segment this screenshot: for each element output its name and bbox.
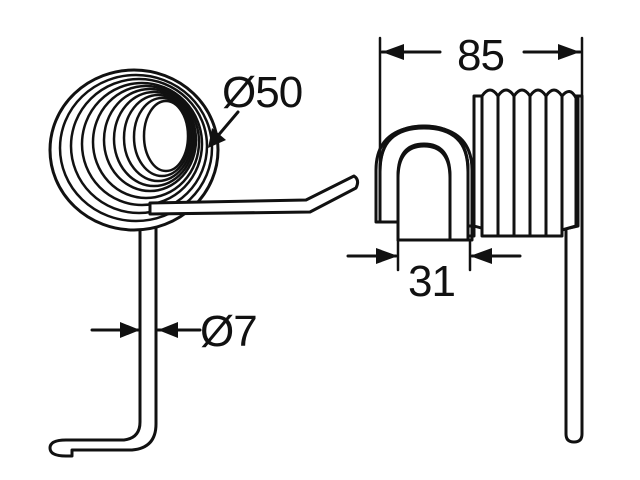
u-loop-inner — [396, 142, 452, 242]
arrow-icon — [376, 248, 398, 264]
wire-diameter-dimension: Ø7 — [90, 307, 258, 356]
spring-front-view — [48, 68, 360, 458]
coil-side-windings — [480, 88, 578, 238]
overall-width-label: 85 — [457, 31, 504, 80]
arrow-icon — [120, 322, 140, 338]
coil-diameter-label: Ø50 — [222, 68, 302, 117]
arrow-icon — [208, 128, 226, 148]
spring-leg — [48, 220, 158, 458]
arrow-icon — [470, 248, 492, 264]
arrow-icon — [158, 322, 178, 338]
arrow-icon — [382, 44, 404, 60]
spring-side-view — [374, 88, 584, 444]
arrow-icon — [558, 44, 580, 60]
wire-diameter-label: Ø7 — [200, 307, 257, 356]
coil-diameter-dimension: Ø50 — [208, 68, 303, 148]
overall-width-dimension: 85 — [378, 31, 584, 222]
inner-width-label: 31 — [408, 257, 455, 306]
inner-width-dimension: 31 — [346, 238, 522, 306]
spring-arm — [148, 174, 360, 216]
u-loop-outline — [378, 124, 470, 242]
coil-windings — [48, 68, 220, 232]
